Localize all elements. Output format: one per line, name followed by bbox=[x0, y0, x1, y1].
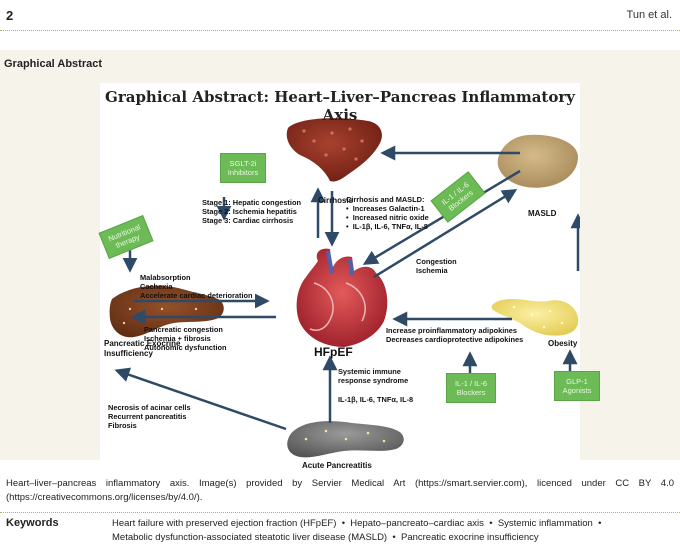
arrows bbox=[114, 145, 580, 431]
keyword-separator: • bbox=[598, 518, 602, 529]
page-number: 2 bbox=[6, 8, 14, 23]
keywords-list: Heart failure with preserved ejection fr… bbox=[112, 517, 672, 545]
cytokines-text: IL-1β, IL-6, TNFα, IL-8 bbox=[338, 395, 414, 404]
pancreatic-exocrine-label: Pancreatic Exocrine Insufficiency bbox=[104, 339, 181, 358]
masld-label: MASLD bbox=[528, 209, 557, 218]
malabsorption-effects: Malabsorption Cachexia Accelerate cardia… bbox=[140, 273, 253, 300]
figure-drawing bbox=[109, 118, 580, 458]
systemic-immune-response-text: Systemic immune response syndrome bbox=[338, 367, 409, 385]
masld-liver-icon bbox=[497, 134, 578, 188]
figure-caption: Heart–liver–pancreas inflammatory axis. … bbox=[6, 478, 674, 503]
cardiac-cirrhosis-stages: Stage 1: Hepatic congestion Stage 2: Isc… bbox=[202, 198, 301, 225]
pancreatic-congestion-effects: Pancreatic congestion Ischemia + fibrosi… bbox=[144, 325, 227, 352]
graphical-abstract-figure: Graphical Abstract: Heart–Liver–Pancreas… bbox=[98, 83, 600, 470]
arrow-heart-to-masld bbox=[373, 189, 518, 279]
keyword-separator: • bbox=[341, 518, 346, 529]
section-label: Graphical Abstract bbox=[4, 58, 103, 70]
adipokines-text: Increase proinflammatory adipokines Decr… bbox=[386, 326, 524, 344]
page-header: 2 Tun et al. bbox=[0, 0, 680, 30]
cirrhosis-label: Cirrhosis bbox=[318, 196, 354, 205]
arrow-pancreatitis-to-pancreas bbox=[114, 367, 287, 431]
obesity-pancreas-icon bbox=[491, 299, 579, 336]
acute-pancreatitis-label: Acute Pancreatitis bbox=[302, 461, 372, 470]
keyword: Systemic inflammation bbox=[497, 518, 593, 529]
heart-icon bbox=[296, 248, 388, 347]
figure-title: Graphical Abstract: Heart–Liver–Pancreas… bbox=[105, 88, 575, 124]
necrosis-effects: Necrosis of acinar cells Recurrent pancr… bbox=[108, 403, 191, 430]
keyword: Heart failure with preserved ejection fr… bbox=[112, 518, 337, 529]
running-head: Tun et al. bbox=[626, 9, 672, 21]
congestion-ischemia-text: Congestion Ischemia bbox=[416, 257, 457, 275]
cirrhosis-masld-effects: Cirrhosis and MASLD: • Increases Galacti… bbox=[346, 195, 429, 231]
keyword: Metabolic dysfunction-associated steatot… bbox=[112, 532, 388, 543]
keyword-separator: • bbox=[392, 532, 396, 543]
acute-pancreatitis-pancreas-icon bbox=[287, 421, 404, 458]
hfpef-label: HFpEF bbox=[314, 345, 353, 359]
keywords-label: Keywords bbox=[6, 517, 59, 529]
obesity-label: Obesity bbox=[548, 339, 578, 348]
header-rule bbox=[0, 30, 680, 31]
keyword-separator: • bbox=[489, 518, 493, 529]
keyword: Pancreatic exocrine insufficiency bbox=[400, 532, 539, 543]
keyword: Hepato–pancreato–cardiac axis bbox=[350, 518, 484, 529]
cirrhosis-liver-icon bbox=[286, 118, 382, 182]
keywords-rule bbox=[0, 512, 680, 513]
